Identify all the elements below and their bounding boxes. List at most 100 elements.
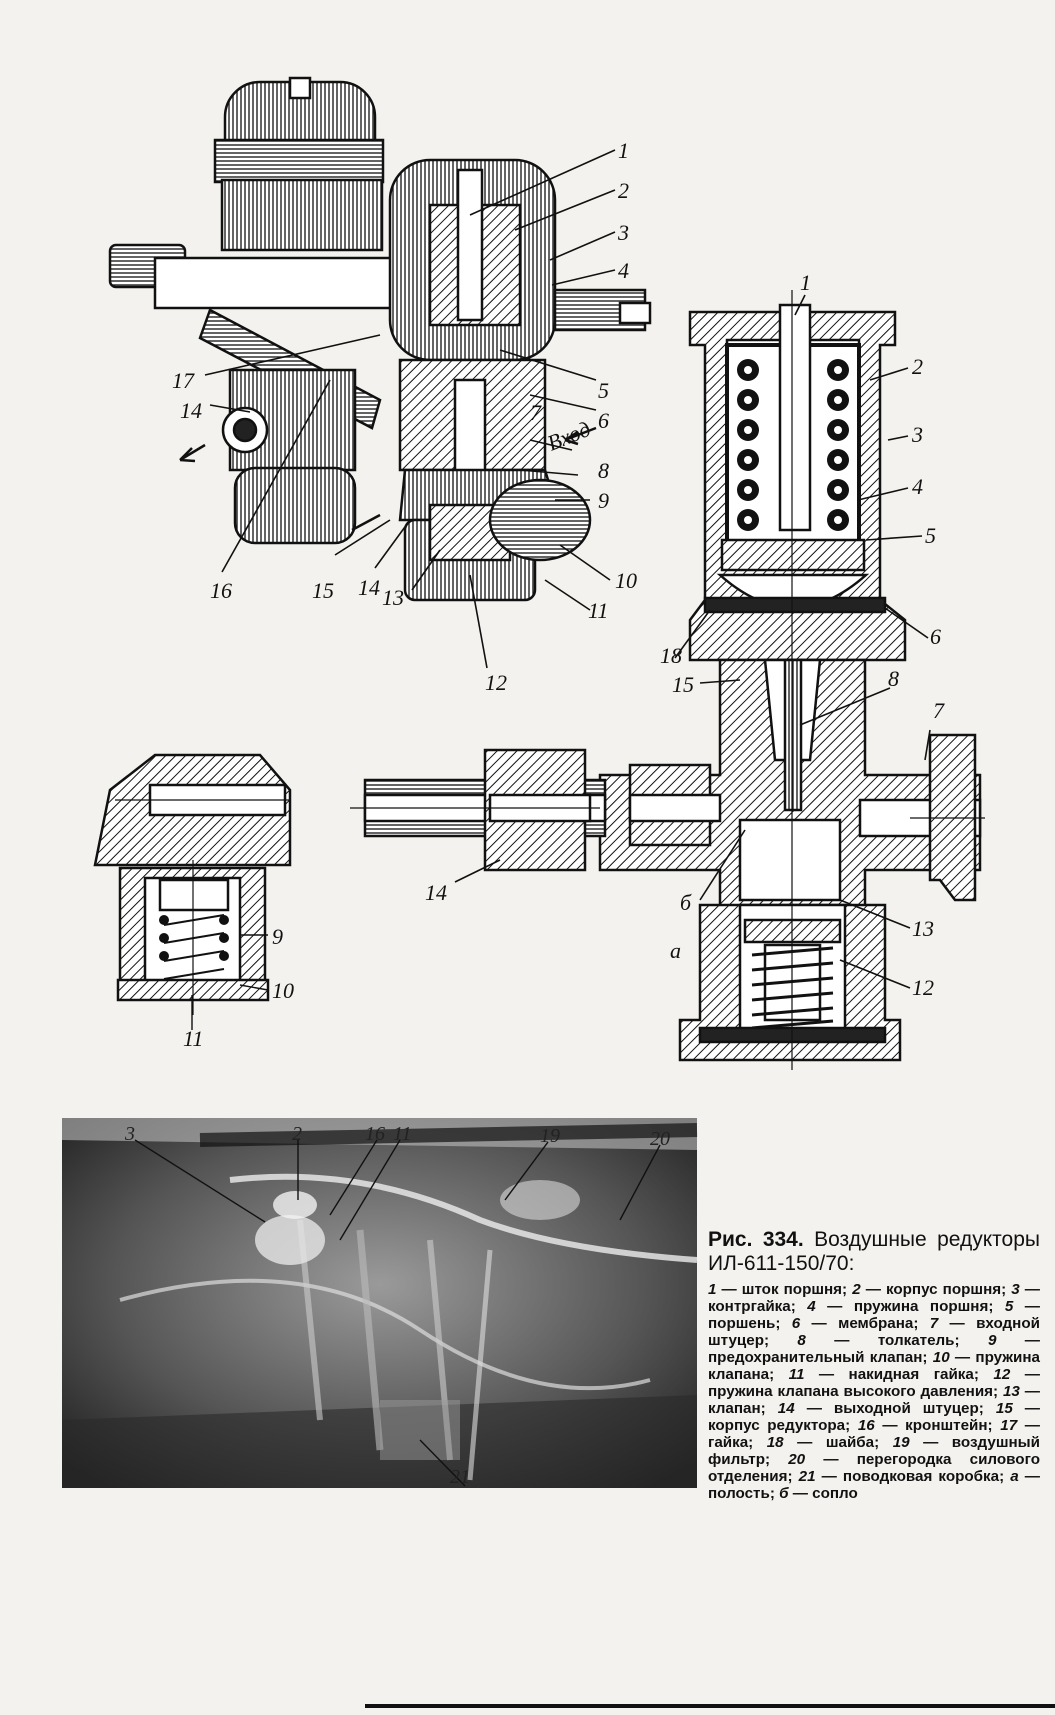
legend-item-text: пружина клапана высокого давления; xyxy=(708,1383,999,1401)
photo-label-3: 3 xyxy=(124,1123,135,1145)
legend-item-number: 3 xyxy=(1011,1281,1020,1299)
persp-label-5: 5 xyxy=(598,378,609,403)
legend-item-number: 16 xyxy=(857,1417,875,1435)
persp-label-13: 13 xyxy=(382,585,404,610)
legend-item: 19 — воздушный фильтр; xyxy=(708,1434,1040,1469)
legend-item-text: полость; xyxy=(708,1485,775,1503)
perspective-drawing xyxy=(108,76,652,602)
persp-label-16: 16 xyxy=(210,578,232,603)
photo-label-21: 21 xyxy=(450,1466,470,1488)
legend-item-number: 12 xyxy=(993,1366,1011,1384)
section-label-3: 3 xyxy=(911,422,923,447)
legend-item-text: корпус поршня; xyxy=(885,1281,1007,1299)
section-label-8: 8 xyxy=(888,666,899,691)
persp-label-4: 4 xyxy=(618,258,629,283)
legend-item-text: шайба; xyxy=(825,1434,880,1452)
photo-label-16: 16 xyxy=(365,1123,385,1145)
section-label-5: 5 xyxy=(925,523,936,548)
valve-labels: 9 10 11 xyxy=(183,924,294,1051)
legend-item: 11 — накидная гайка; xyxy=(788,1366,979,1384)
photo-label-11: 11 xyxy=(393,1123,412,1145)
section-label-18: 18 xyxy=(660,643,682,668)
legend-item-number: 18 xyxy=(766,1434,784,1452)
valve-label-9: 9 xyxy=(272,924,283,949)
section-label-2: 2 xyxy=(912,354,923,379)
legend-item-text: кронштейн; xyxy=(905,1417,993,1435)
legend-item: 20 — перегородка силового отделения; xyxy=(708,1451,1040,1486)
section-label-12: 12 xyxy=(912,975,934,1000)
legend-item: 14 — выходной штуцер; xyxy=(777,1400,984,1418)
legend-item-text: предохранительный клапан; xyxy=(708,1349,928,1367)
valve-label-11: 11 xyxy=(183,1026,203,1051)
legend-item: 21 — поводковая коробка; xyxy=(798,1468,1005,1486)
persp-label-11: 11 xyxy=(588,598,608,623)
caption-legend: 1 — шток поршня; 2 — корпус поршня; 3 — … xyxy=(708,1281,1040,1502)
persp-label-6: 6 xyxy=(598,408,609,433)
section-label-a: а xyxy=(670,938,681,963)
persp-label-10: 10 xyxy=(615,568,637,593)
legend-item-number: 2 xyxy=(852,1281,861,1299)
legend-item: 3 — контргайка; xyxy=(708,1281,1040,1316)
legend-item: 15 — корпус редуктора; xyxy=(708,1400,1040,1435)
legend-item: 13 — клапан; xyxy=(708,1383,1040,1418)
legend-item-text: мембрана; xyxy=(838,1315,919,1333)
legend-item: а — полость; xyxy=(708,1468,1040,1503)
legend-item-text: перегородка силового отделения; xyxy=(708,1451,1040,1486)
legend-item: 6 — мембрана; xyxy=(791,1315,919,1333)
section-labels: 1 2 3 4 5 6 7 8 18 15 14 б а 13 12 xyxy=(425,270,945,1000)
section-label-1: 1 xyxy=(800,270,811,295)
legend-item: 8 — толкатель; xyxy=(797,1332,960,1350)
legend-item: 4 — пружина поршня; xyxy=(807,1298,994,1316)
section-label-7: 7 xyxy=(933,698,945,723)
legend-item-number: 13 xyxy=(1002,1383,1020,1401)
safety-valve-section xyxy=(93,753,292,1030)
section-label-4: 4 xyxy=(912,474,923,499)
legend-item-text: входной штуцер; xyxy=(708,1315,1040,1350)
legend-item-number: б xyxy=(779,1485,789,1503)
legend-item: 12 — пружина клапана высокого давления; xyxy=(708,1366,1040,1401)
reducer-cross-section xyxy=(350,290,985,1070)
legend-item: 2 — корпус поршня; xyxy=(852,1281,1007,1299)
legend-item-number: 10 xyxy=(932,1349,950,1367)
persp-label-1: 1 xyxy=(618,138,629,163)
legend-item: 9 — предохранительный клапан; xyxy=(708,1332,1040,1367)
legend-item-number: 6 xyxy=(791,1315,801,1333)
figure-caption: Рис. 334. Воздушные редукторы ИЛ-611-150… xyxy=(708,1228,1040,1502)
legend-item: 1 — шток поршня; xyxy=(708,1281,848,1299)
legend-item-number: 7 xyxy=(929,1315,939,1333)
legend-item-number: 19 xyxy=(892,1434,910,1452)
section-leader-lines xyxy=(454,294,931,989)
legend-item: 5 — поршень; xyxy=(708,1298,1040,1333)
legend-item-number: а xyxy=(1010,1468,1019,1486)
persp-label-17: 17 xyxy=(172,368,195,393)
section-label-b: б xyxy=(680,890,692,915)
section-label-14: 14 xyxy=(425,880,447,905)
legend-item-text: гайка; xyxy=(708,1434,754,1452)
legend-item: 10 — пружина клапана; xyxy=(708,1349,1040,1384)
legend-item-number: 1 xyxy=(708,1281,717,1299)
persp-label-15: 15 xyxy=(312,578,334,603)
legend-item-text: пружина поршня; xyxy=(853,1298,994,1316)
persp-label-14b: 14 xyxy=(180,398,202,423)
persp-label-12: 12 xyxy=(485,670,507,695)
legend-item-text: поршень; xyxy=(708,1315,781,1333)
persp-label-8: 8 xyxy=(598,458,609,483)
caption-title: Рис. 334. Воздушные редукторы ИЛ-611-150… xyxy=(708,1228,1040,1275)
valve-label-10: 10 xyxy=(272,978,294,1003)
section-label-6: 6 xyxy=(930,624,941,649)
legend-item-number: 11 xyxy=(788,1366,805,1384)
bottom-rule xyxy=(365,1704,1055,1708)
legend-item-text: шток поршня; xyxy=(741,1281,848,1299)
persp-label-3: 3 xyxy=(617,220,629,245)
legend-item: б — сопло xyxy=(779,1485,858,1503)
engine-photo: 3 2 16 11 19 20 21 xyxy=(62,1118,698,1488)
legend-item-number: 20 xyxy=(788,1451,806,1469)
legend-item-number: 9 xyxy=(987,1332,997,1350)
legend-item-number: 4 xyxy=(807,1298,816,1316)
section-label-13: 13 xyxy=(912,916,934,941)
figure-number: Рис. 334. xyxy=(708,1228,804,1251)
figure-title: Воздушные редукторы ИЛ-611-150/70: xyxy=(708,1228,1040,1275)
legend-item: 17 — гайка; xyxy=(708,1417,1040,1452)
perspective-labels: 1 2 3 4 5 6 7 8 9 10 11 12 13 14 15 16 1… xyxy=(172,138,637,695)
legend-item: 16 — кронштейн; xyxy=(857,1417,993,1435)
